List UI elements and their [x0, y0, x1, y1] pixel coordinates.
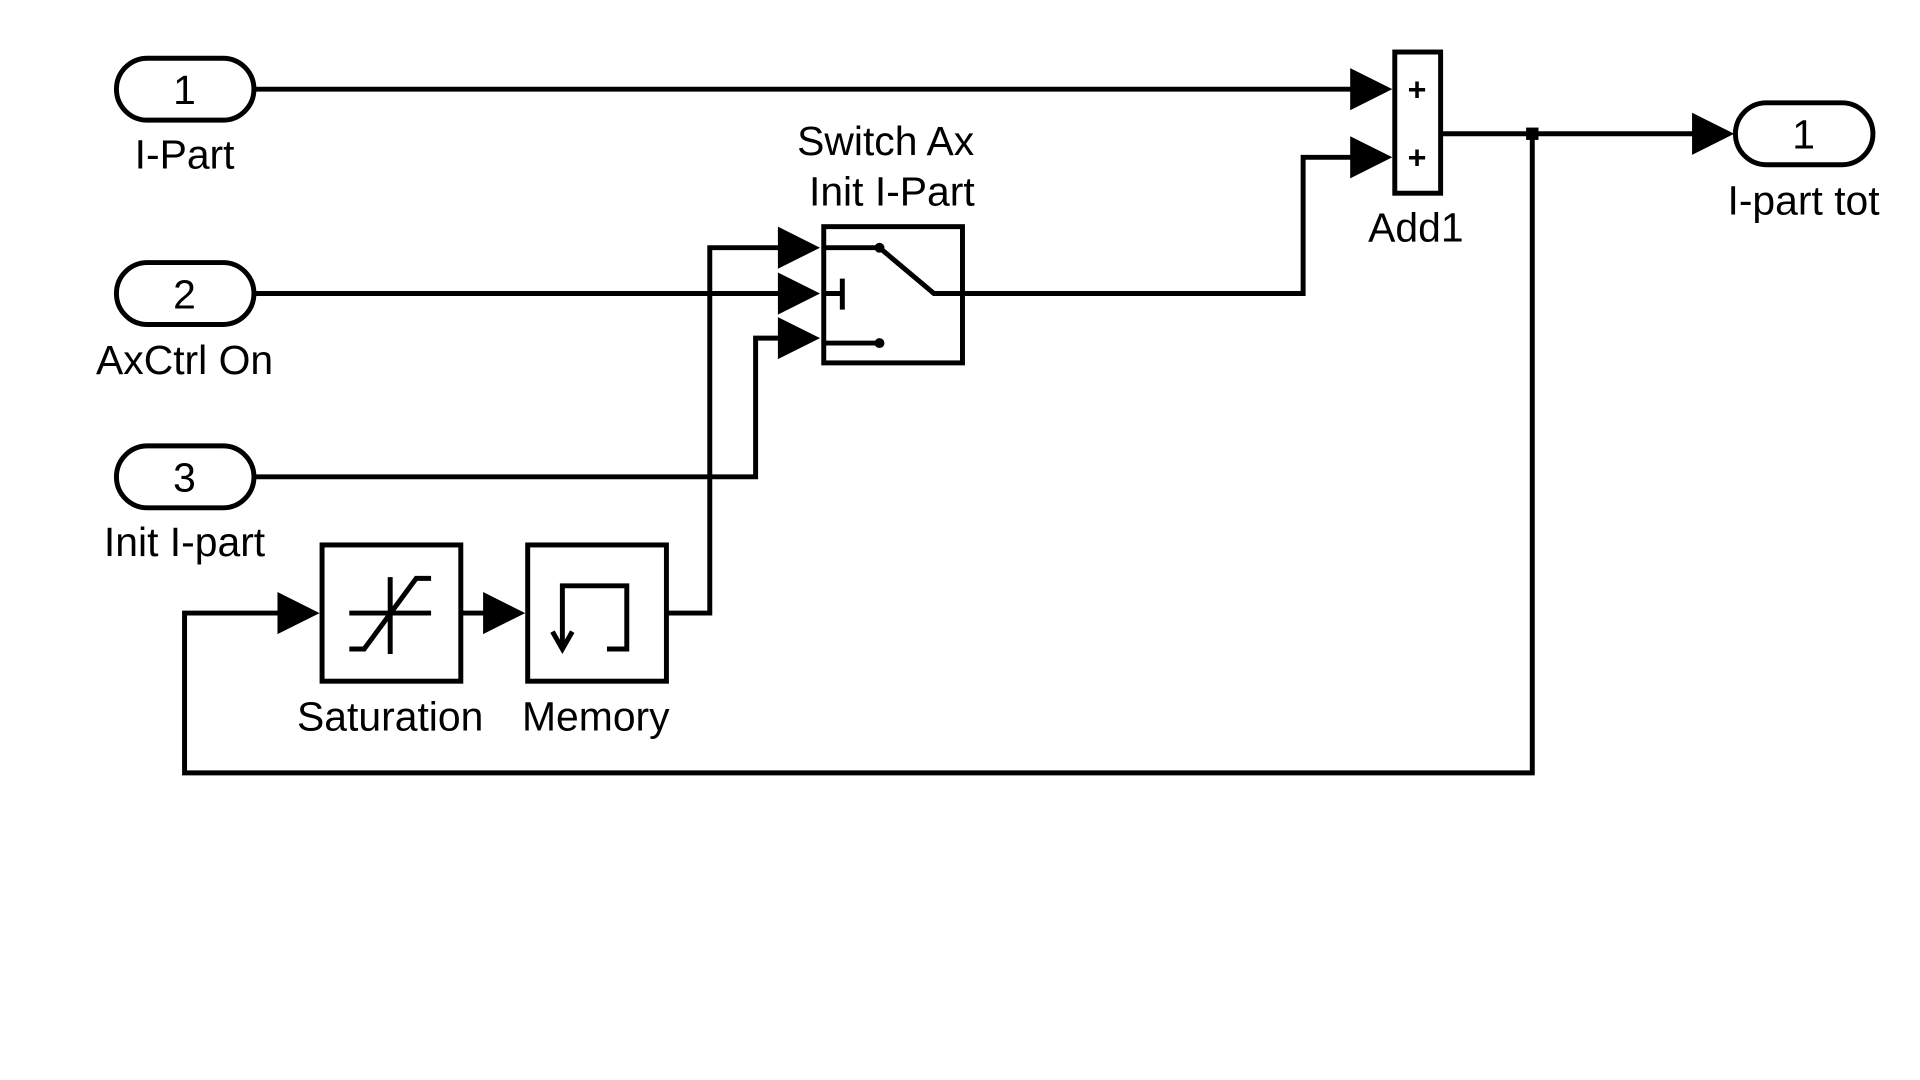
wire-inport3-to-switch-input3[interactable] — [253, 335, 781, 480]
inport-3[interactable]: 3 Init I-part — [104, 443, 266, 565]
arrow-switch-control — [777, 272, 821, 315]
outport-1-label: I-part tot — [1727, 177, 1880, 223]
saturation-icon — [349, 575, 432, 654]
outport-1[interactable]: 1 I-part tot — [1727, 100, 1880, 223]
arrow-switch-input1 — [777, 226, 821, 269]
arrow-saturation-input — [277, 592, 320, 635]
arrow-switch-input3 — [777, 317, 821, 360]
switch-icon — [823, 242, 963, 349]
arrow-memory-input — [483, 592, 526, 635]
memory-block[interactable]: Memory — [522, 542, 670, 740]
inport-1-number: 1 — [173, 67, 196, 113]
inport-2-label: AxCtrl On — [96, 337, 273, 383]
memory-icon — [550, 583, 630, 654]
add-sign-1: + — [1408, 71, 1427, 107]
inport-1[interactable]: 1 I-Part — [113, 55, 257, 177]
inport-3-number: 3 — [173, 455, 196, 501]
arrow-add-input2 — [1350, 136, 1393, 179]
wire-switch-to-add[interactable] — [962, 154, 1353, 297]
sum-icon: + + — [1408, 71, 1427, 175]
switch-block[interactable]: Switch Ax Init I-Part — [797, 118, 975, 366]
add-sign-2: + — [1408, 139, 1427, 175]
branch-point — [1526, 127, 1539, 140]
arrow-add-input1 — [1350, 68, 1393, 111]
saturation-block-label: Saturation — [297, 694, 483, 740]
add-block-label: Add1 — [1368, 205, 1463, 251]
outport-1-number: 1 — [1792, 112, 1815, 158]
wire-feedback-to-saturation[interactable] — [182, 133, 1535, 776]
saturation-block[interactable]: Saturation — [297, 542, 483, 740]
inport-2[interactable]: 2 AxCtrl On — [96, 260, 273, 383]
switch-block-label-line1: Switch Ax — [797, 118, 974, 164]
signal-lines — [182, 86, 1695, 776]
arrow-outport — [1692, 112, 1735, 155]
switch-block-label-line2: Init I-Part — [809, 169, 975, 215]
inport-1-label: I-Part — [135, 131, 236, 177]
memory-block-label: Memory — [522, 694, 670, 740]
inport-2-number: 2 — [173, 271, 196, 317]
add-block[interactable]: + + Add1 — [1368, 49, 1464, 251]
wire-memory-to-switch-input1[interactable] — [666, 245, 781, 616]
inport-3-label: Init I-part — [104, 519, 266, 565]
arrowheads — [277, 68, 1735, 635]
